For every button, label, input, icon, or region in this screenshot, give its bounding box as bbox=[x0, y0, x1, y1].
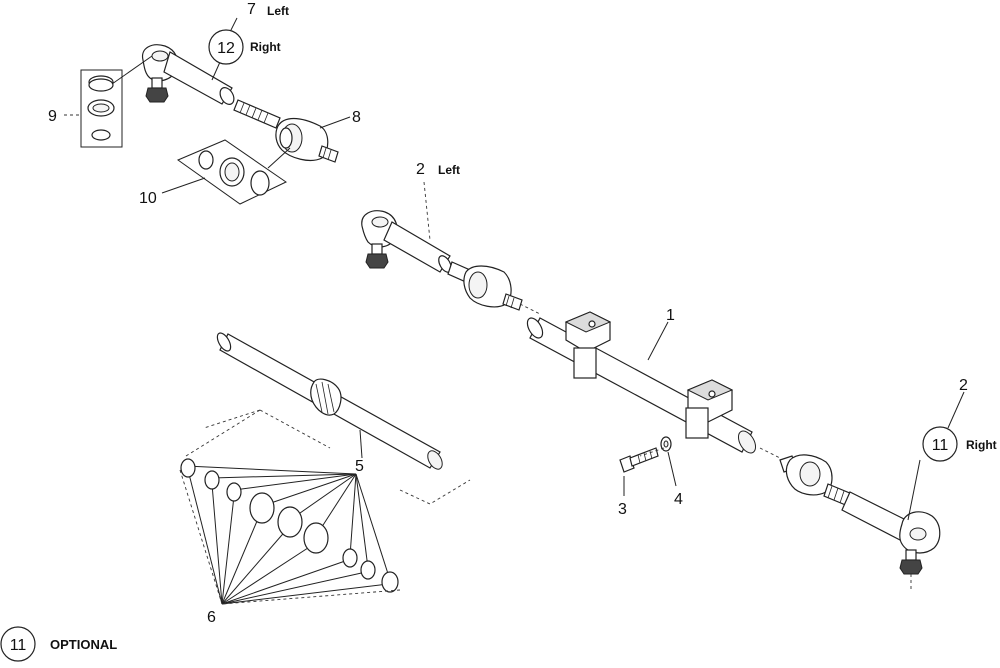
tie-rod-end-left bbox=[361, 181, 541, 315]
legend-circle-symbol bbox=[0, 626, 36, 662]
callout-7: 7 bbox=[247, 1, 256, 18]
cross-tube bbox=[526, 311, 781, 459]
bolt-and-washer bbox=[619, 436, 677, 496]
tie-rod-end-right bbox=[779, 391, 965, 590]
callout-11-side: Right bbox=[966, 438, 997, 452]
callout-12-side: Right bbox=[250, 40, 281, 54]
legend: 11 OPTIONAL bbox=[0, 626, 117, 662]
callout-10: 10 bbox=[139, 190, 157, 207]
tie-rod-bar bbox=[203, 332, 471, 505]
legend-text: OPTIONAL bbox=[50, 637, 117, 652]
circled-callout-12 bbox=[208, 29, 244, 65]
callout-1: 1 bbox=[666, 307, 675, 324]
callout-11: 11 bbox=[932, 437, 949, 454]
callout-7-side: Left bbox=[267, 4, 289, 18]
callout-12: 12 bbox=[217, 40, 235, 57]
circled-callout-11 bbox=[922, 426, 958, 462]
callout-2-right: 2 bbox=[959, 377, 968, 394]
callout-9: 9 bbox=[48, 108, 57, 125]
callout-6: 6 bbox=[207, 609, 216, 626]
legend-symbol: 11 bbox=[10, 637, 27, 654]
callout-8: 8 bbox=[352, 109, 361, 126]
callout-3: 3 bbox=[618, 501, 627, 518]
callout-2-left: 2 bbox=[416, 161, 425, 178]
tie-rod-end-assembly-top bbox=[64, 17, 351, 205]
callout-5: 5 bbox=[355, 458, 364, 475]
seal-kit bbox=[179, 409, 401, 605]
callout-4: 4 bbox=[674, 491, 683, 508]
callout-2-left-side: Left bbox=[438, 163, 460, 177]
